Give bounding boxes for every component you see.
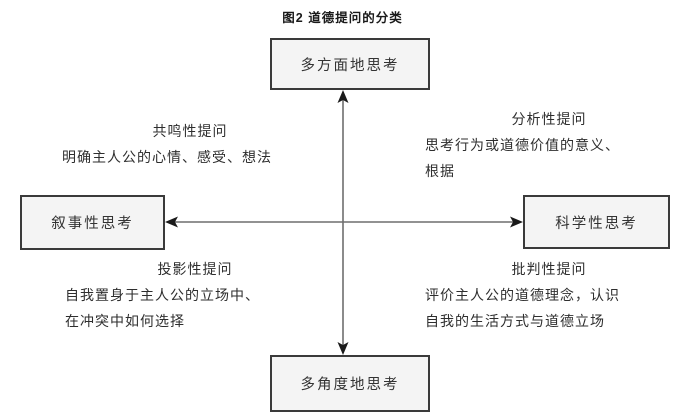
node-narrative-thinking: 叙事性思考 [20,195,165,250]
quadrant-line: 根据 [425,165,455,180]
node-multifaceted-thinking: 多方面地思考 [270,38,430,90]
quadrant-heading: 批判性提问 [511,263,587,278]
node-label: 科学性思考 [555,215,638,232]
quadrant-projective-questioning: 投影性提问 自我置身于主人公的立场中、 在冲突中如何选择 [65,258,325,336]
quadrant-line: 自我的生活方式与道德立场 [425,315,605,330]
node-multiangle-thinking: 多角度地思考 [270,355,430,412]
quadrant-heading: 分析性提问 [511,113,587,128]
node-scientific-thinking: 科学性思考 [523,195,670,249]
quadrant-heading: 共鸣性提问 [152,125,228,140]
quadrant-line: 明确主人公的心情、感受、想法 [62,151,272,166]
quadrant-line: 评价主人公的道德理念，认识 [425,289,620,304]
arrowhead-right-icon [510,216,523,228]
quadrant-analytical-questioning: 分析性提问 思考行为或道德价值的意义、 根据 [425,108,673,186]
quadrant-heading: 投影性提问 [157,263,233,278]
quadrant-critical-questioning: 批判性提问 评价主人公的道德理念，认识 自我的生活方式与道德立场 [425,258,673,336]
quadrant-line: 思考行为或道德价值的意义、 [425,139,620,154]
node-label: 叙事性思考 [51,216,134,232]
arrowhead-left-icon [165,216,178,228]
node-label: 多角度地思考 [300,377,400,393]
arrowhead-up-icon [337,90,349,103]
figure-title: 图2 道德提问的分类 [282,11,403,25]
quadrant-line: 自我置身于主人公的立场中、 [65,289,260,304]
arrowhead-down-icon [337,342,349,355]
node-label: 多方面地思考 [300,57,400,74]
quadrant-line: 在冲突中如何选择 [65,315,185,330]
quadrant-resonant-questioning: 共鸣性提问 明确主人公的心情、感受、想法 [62,120,318,172]
